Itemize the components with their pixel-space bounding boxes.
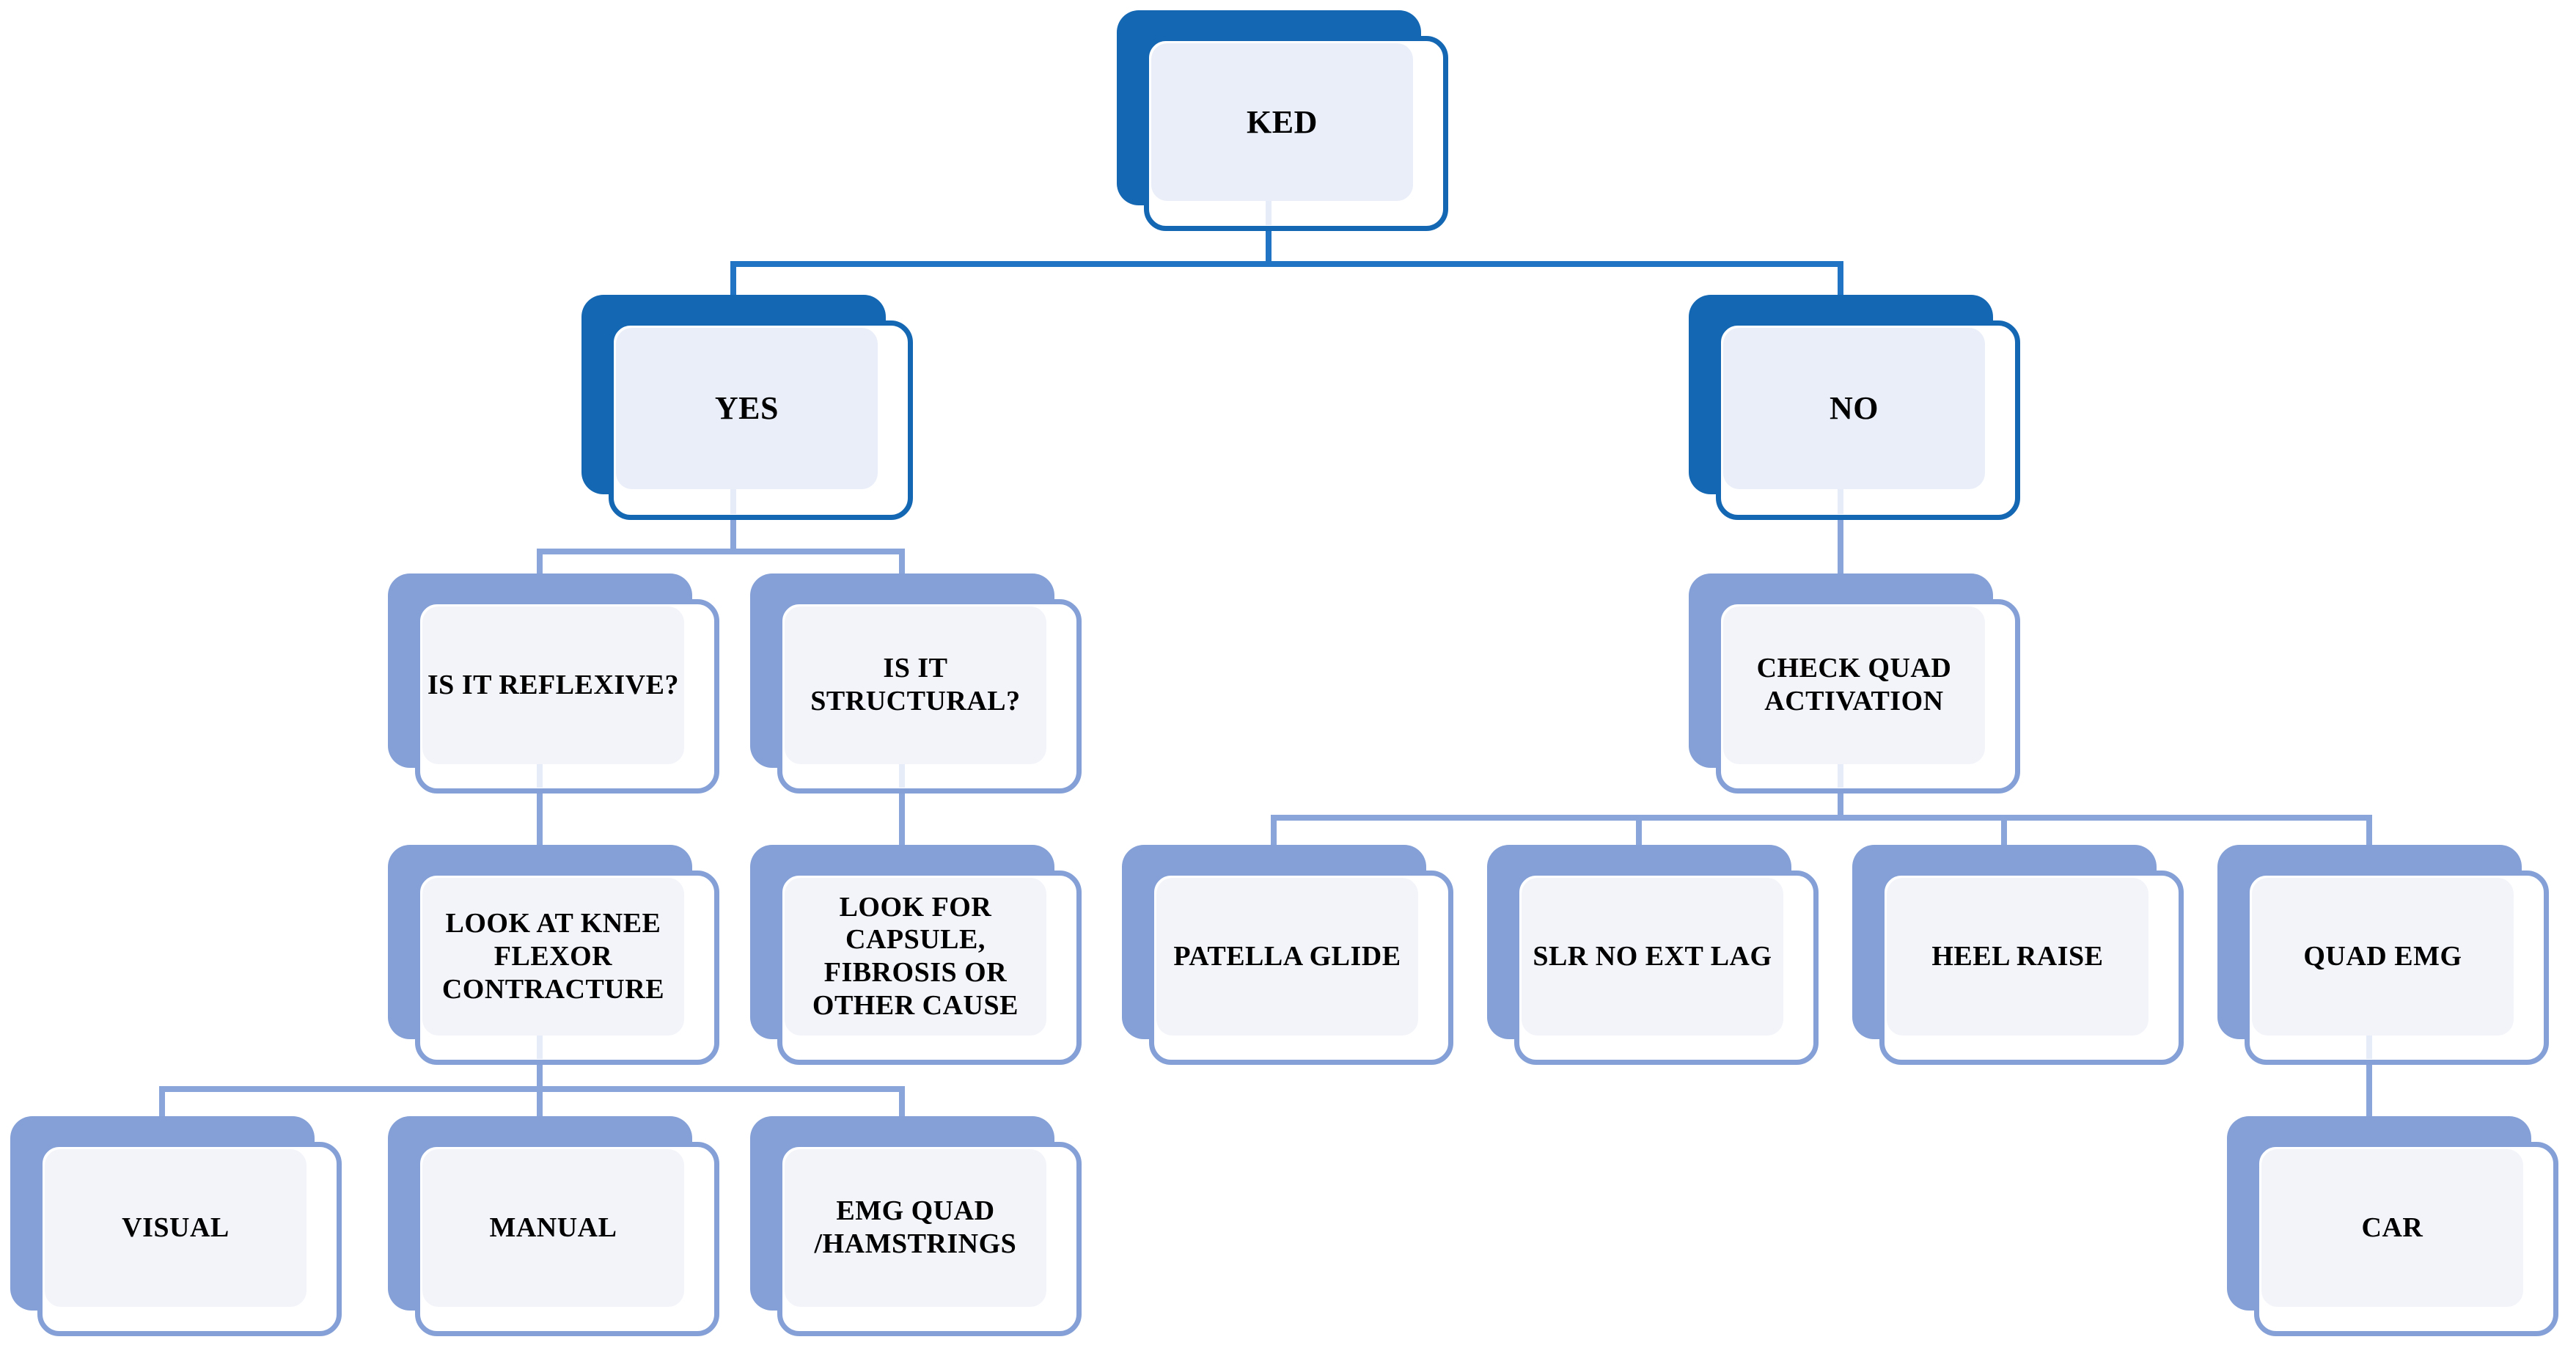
node-label: LOOK AT KNEE FLEXOR CONTRACTURE [441, 908, 665, 1005]
connector-reflexive-kneeflexor [537, 794, 543, 873]
node-fill: IS IT STRUCTURAL? [785, 606, 1046, 764]
connector-drop-patella [1271, 815, 1277, 873]
node-label: CHECK QUAD ACTIVATION [1756, 653, 1952, 717]
node-label: LOOK FOR CAPSULE, FIBROSIS OR OTHER CAUS… [812, 891, 1019, 1022]
connector-through [1838, 750, 1843, 788]
node-label: CAR [2361, 1212, 2423, 1243]
node-check-quad-activation: CHECK QUAD ACTIVATION [1689, 573, 2020, 794]
connector-through [730, 476, 736, 514]
node-car: CAR [2227, 1116, 2558, 1336]
node-look-for-capsule-fibrosis: LOOK FOR CAPSULE, FIBROSIS OR OTHER CAUS… [750, 845, 1082, 1065]
node-fill: KED [1151, 43, 1413, 202]
node-emg-quad-hamstrings: EMG QUAD /HAMSTRINGS [750, 1116, 1082, 1336]
connector-through [1838, 476, 1843, 514]
connector-ked-horizontal [730, 261, 1843, 267]
node-yes: YES [581, 295, 913, 520]
connector-through [537, 750, 543, 788]
node-label: KED [1247, 103, 1318, 140]
node-no: NO [1689, 295, 2020, 520]
node-fill: VISUAL [45, 1149, 307, 1307]
connector-yes-stub [730, 520, 736, 554]
node-label: PATELLA GLIDE [1173, 940, 1401, 972]
node-fill: QUAD EMG [2252, 878, 2514, 1036]
node-label: IS IT REFLEXIVE? [427, 669, 679, 700]
node-fill: SLR NO EXT LAG [1522, 878, 1783, 1036]
connector-drop-quademg [2366, 815, 2372, 873]
node-fill: MANUAL [422, 1149, 684, 1307]
node-fill: LOOK AT KNEE FLEXOR CONTRACTURE [422, 878, 684, 1036]
connector-drop-visual [159, 1086, 165, 1145]
node-visual: VISUAL [10, 1116, 342, 1336]
connector-through [1266, 186, 1272, 225]
node-quad-emg: QUAD EMG [2217, 845, 2549, 1065]
connector-drop-slr [1636, 815, 1642, 873]
node-label: SLR NO EXT LAG [1533, 940, 1772, 972]
node-label: NO [1829, 390, 1879, 427]
node-label: MANUAL [489, 1212, 617, 1243]
node-fill: YES [616, 328, 878, 490]
connector-kneeflexor-stub [537, 1065, 543, 1092]
node-fill: CAR [2261, 1149, 2523, 1307]
node-label: VISUAL [122, 1212, 230, 1243]
node-fill: NO [1723, 328, 1985, 490]
node-fill: EMG QUAD /HAMSTRINGS [785, 1149, 1046, 1307]
node-is-it-structural: IS IT STRUCTURAL? [750, 573, 1082, 794]
connector-through [2366, 1021, 2372, 1059]
node-fill: CHECK QUAD ACTIVATION [1723, 606, 1985, 764]
connector-drop-yes [730, 261, 736, 323]
node-patella-glide: PATELLA GLIDE [1122, 845, 1453, 1065]
connector-kneeflexor-horizontal [159, 1086, 905, 1092]
connector-structural-capsule [899, 794, 905, 873]
node-label: EMG QUAD /HAMSTRINGS [814, 1195, 1017, 1260]
node-label: QUAD EMG [2303, 940, 2462, 972]
connector-checkquad-stub [1838, 794, 1843, 821]
connector-no-checkquad [1838, 520, 1843, 602]
node-manual: MANUAL [388, 1116, 719, 1336]
node-label: IS IT STRUCTURAL? [810, 653, 1021, 717]
node-heel-raise: HEEL RAISE [1852, 845, 2184, 1065]
connector-through [899, 750, 905, 788]
connector-yes-horizontal [537, 549, 905, 554]
node-fill: HEEL RAISE [1887, 878, 2148, 1036]
connector-drop-heel [2001, 815, 2007, 873]
connector-drop-manual [537, 1086, 543, 1145]
connector-quademg-car [2366, 1065, 2372, 1145]
connector-checkquad-horizontal [1271, 815, 2372, 821]
node-fill: IS IT REFLEXIVE? [422, 606, 684, 764]
node-is-it-reflexive: IS IT REFLEXIVE? [388, 573, 719, 794]
node-ked: KED [1117, 10, 1448, 231]
node-look-at-knee-flexor-contracture: LOOK AT KNEE FLEXOR CONTRACTURE [388, 845, 719, 1065]
connector-drop-emgham [899, 1086, 905, 1145]
connector-ked-stub [1266, 231, 1272, 267]
node-fill: LOOK FOR CAPSULE, FIBROSIS OR OTHER CAUS… [785, 878, 1046, 1036]
node-label: HEEL RAISE [1931, 940, 2104, 972]
node-slr-no-ext-lag: SLR NO EXT LAG [1487, 845, 1819, 1065]
node-label: YES [714, 390, 779, 427]
node-fill: PATELLA GLIDE [1156, 878, 1418, 1036]
connector-drop-no [1838, 261, 1843, 323]
connector-through [537, 1021, 543, 1059]
